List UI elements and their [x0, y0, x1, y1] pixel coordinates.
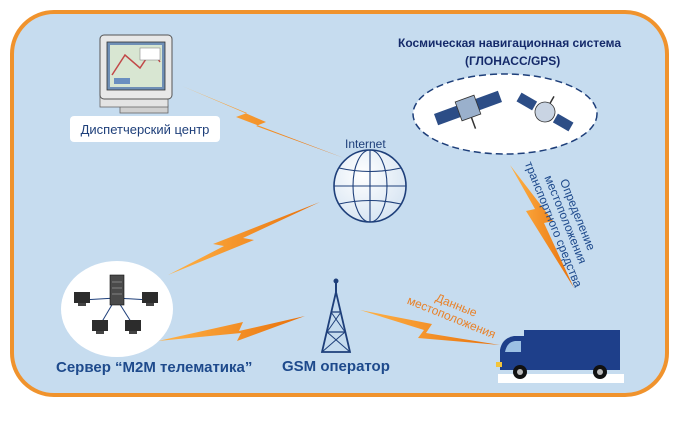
space-system-title: Космическая навигационная система — [398, 36, 622, 50]
link-server-internet — [168, 202, 320, 275]
internet-label: Internet — [345, 137, 386, 151]
workstation-icon — [74, 292, 90, 306]
server-cluster — [61, 261, 173, 357]
dispatch-center-label: Диспетчерский центр — [70, 116, 220, 142]
space-system-subtitle: (ГЛОНАСС/GPS) — [465, 54, 561, 68]
server-rack-icon — [109, 274, 125, 306]
server-label: Сервер “M2M телематика” — [56, 359, 253, 376]
internet-globe-icon — [333, 149, 407, 223]
workstation-icon — [142, 292, 158, 306]
satellite-cluster — [412, 73, 598, 155]
satellite-icon — [433, 90, 503, 129]
dispatch-center-text: Диспетчерский центр — [80, 121, 210, 137]
gsm-tower-icon — [320, 278, 352, 353]
link-server-gsm — [158, 316, 305, 341]
vehicle-van-icon — [496, 330, 624, 383]
link-gsm-vehicle — [360, 310, 500, 345]
link-satellite-vehicle — [510, 165, 574, 288]
workstation-icon — [125, 320, 141, 334]
gsm-operator-label: GSM оператор — [282, 358, 390, 375]
workstation-icon — [92, 320, 108, 334]
link-dispatch-internet — [182, 86, 344, 158]
dispatch-computer-icon — [99, 34, 173, 114]
satellite-icon — [516, 92, 574, 132]
